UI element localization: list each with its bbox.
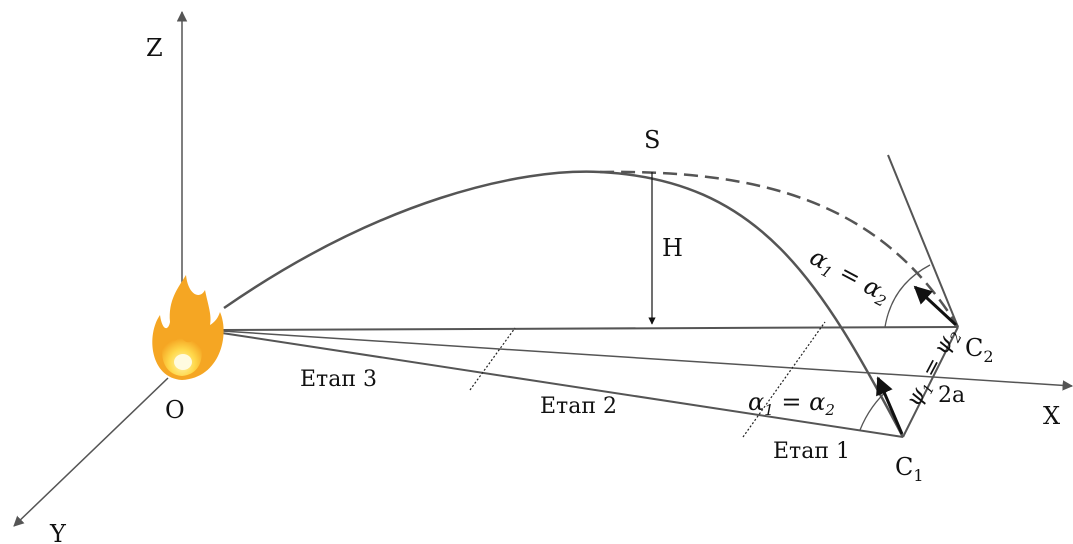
stage-2-label: Етап 2 (540, 394, 617, 419)
stage-divider-2 (469, 327, 516, 391)
segment-c1-c2 (902, 326, 959, 438)
stage-1-label: Етап 1 (773, 439, 850, 464)
x-axis-label: X (1043, 402, 1060, 430)
c1-label: C1 (895, 453, 924, 485)
angle-label-c2: α1 = α2 (804, 243, 895, 311)
c2-label: C2 (965, 334, 994, 366)
trajectory-dashed (599, 170, 960, 328)
x-axis (221, 330, 1073, 391)
z-axis-label: Z (146, 34, 163, 62)
stage-3-label: Етап 3 (300, 367, 377, 392)
stage-divider-1 (742, 321, 826, 438)
flame-icon (152, 275, 224, 380)
y-axis (13, 377, 169, 527)
line-c2-up (887, 154, 959, 328)
height-label: H (662, 234, 683, 262)
angle-label-c1: α1 = α2 (748, 388, 835, 419)
origin-label: O (165, 396, 185, 424)
angle-arc-c2 (884, 264, 931, 328)
velocity-arrow-c2 (913, 285, 958, 327)
velocity-arrow-c1 (876, 376, 904, 435)
apex-label: S (644, 126, 660, 154)
width-label: 2a (938, 383, 965, 408)
line-o-c1 (221, 332, 904, 438)
y-axis-label: Y (49, 520, 67, 544)
ground-line (221, 326, 959, 331)
